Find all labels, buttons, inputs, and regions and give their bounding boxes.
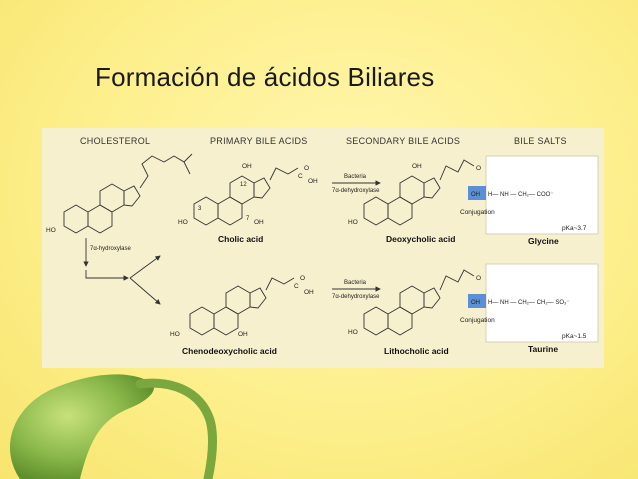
- deoxycholic-acid-label: Deoxycholic acid: [386, 234, 455, 244]
- svg-text:C: C: [294, 283, 299, 290]
- svg-text:HO: HO: [170, 331, 180, 338]
- slide-title: Formación de ácidos Biliares: [95, 62, 435, 92]
- svg-text:Conjugation: Conjugation: [460, 209, 495, 216]
- svg-text:O: O: [304, 165, 309, 172]
- header-primary-bile-acids: PRIMARY BILE ACIDS: [210, 136, 308, 146]
- svg-text:OH: OH: [471, 192, 480, 198]
- taurine-label: Taurine: [528, 344, 558, 354]
- svg-text:HO: HO: [178, 219, 188, 226]
- svg-text:O: O: [476, 275, 481, 282]
- deoxycholic-acid-structure: O OH HO: [348, 159, 481, 226]
- svg-text:3: 3: [198, 206, 202, 212]
- bile-salt-taurine: OH H— NH — CH₂— CH₂— SO₃⁻ Conjugation pK…: [460, 263, 599, 343]
- bacteria-label-top: Bacteria: [344, 174, 367, 180]
- svg-text:O: O: [300, 275, 305, 282]
- svg-text:HO: HO: [46, 227, 56, 234]
- svg-text:O: O: [476, 165, 481, 172]
- svg-text:H— NH — CH₂— CH₂— SO₃⁻: H— NH — CH₂— CH₂— SO₃⁻: [488, 300, 570, 306]
- enzyme-label: 7α-hydroxylase: [90, 246, 131, 252]
- svg-text:OH: OH: [308, 178, 318, 185]
- svg-text:7: 7: [246, 216, 250, 222]
- svg-text:OH: OH: [242, 163, 252, 170]
- chenodeoxycholic-acid-structure: C O OH OH HO: [170, 275, 314, 338]
- svg-text:12: 12: [240, 182, 247, 188]
- bacteria-enzyme-top: 7α-dehydroxylase: [332, 188, 380, 194]
- bile-acid-pathway-figure: CHOLESTEROL PRIMARY BILE ACIDS SECONDARY…: [42, 128, 604, 368]
- svg-text:OH: OH: [254, 219, 264, 226]
- svg-text:OH: OH: [304, 289, 314, 296]
- pathway-diagram: CHOLESTEROL PRIMARY BILE ACIDS SECONDARY…: [46, 136, 599, 356]
- svg-text:C: C: [298, 173, 303, 180]
- header-secondary-bile-acids: SECONDARY BILE ACIDS: [346, 136, 460, 146]
- header-bile-salts: BILE SALTS: [514, 136, 567, 146]
- glycine-label: Glycine: [528, 236, 559, 246]
- cholesterol-structure: HO: [46, 153, 193, 234]
- svg-text:Conjugation: Conjugation: [460, 317, 495, 324]
- svg-text:pKa~3.7: pKa~3.7: [562, 225, 587, 232]
- lithocholic-acid-label: Lithocholic acid: [384, 346, 449, 356]
- cholic-acid-structure: C O OH OH 12 7 3 OH HO: [178, 163, 318, 226]
- bacteria-label-bottom: Bacteria: [344, 280, 367, 286]
- bile-salt-glycine: OH H— NH — CH₂— COO⁻ Conjugation pKa~3.7: [460, 155, 599, 235]
- svg-text:HO: HO: [348, 329, 358, 336]
- svg-text:HO: HO: [348, 219, 358, 226]
- highlight-box: [468, 294, 486, 308]
- gallbladder-illustration: [10, 374, 218, 479]
- cholic-acid-label: Cholic acid: [218, 234, 263, 244]
- lithocholic-acid-structure: O HO: [348, 269, 481, 336]
- svg-text:OH: OH: [471, 300, 480, 306]
- highlight-box: [468, 186, 486, 200]
- bacteria-enzyme-bottom: 7α-dehydroxylase: [332, 294, 380, 300]
- chenodeoxycholic-acid-label: Chenodeoxycholic acid: [182, 346, 277, 356]
- svg-text:pKa~1.5: pKa~1.5: [562, 333, 587, 340]
- svg-text:OH: OH: [238, 331, 248, 338]
- svg-text:H— NH — CH₂— COO⁻: H— NH — CH₂— COO⁻: [488, 192, 554, 198]
- svg-text:OH: OH: [412, 163, 422, 170]
- header-cholesterol: CHOLESTEROL: [80, 136, 150, 146]
